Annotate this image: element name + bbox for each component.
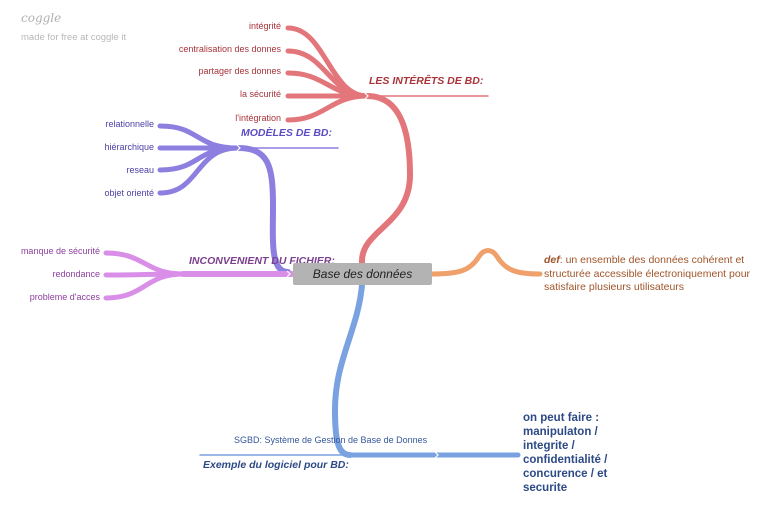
inconvenient-leaf-redondance: redondance bbox=[52, 269, 100, 279]
definition-branch bbox=[429, 248, 543, 277]
coggle-logo[interactable]: coggle bbox=[21, 11, 62, 25]
modeles-leaf-relationnelle: relationnelle bbox=[105, 119, 154, 129]
interets-trunk bbox=[358, 93, 414, 266]
modeles-chevron bbox=[236, 144, 241, 152]
modeles-leaf-reseau: reseau bbox=[126, 165, 154, 175]
modeles-branch-0 bbox=[157, 123, 241, 151]
logiciel-operations: on peut faire : manipulaton / integrite … bbox=[523, 412, 608, 494]
interets-leaf-securite: la sécurité bbox=[239, 89, 281, 99]
interets-leaf-partager: partager des donnes bbox=[198, 66, 281, 76]
interets-branch-4 bbox=[285, 93, 370, 123]
logiciel-trunk bbox=[331, 282, 365, 458]
definition-body: : un ensemble des données cohérent et st… bbox=[544, 254, 751, 293]
definition-term: def bbox=[544, 254, 560, 266]
inconvenient-chevron bbox=[286, 270, 291, 278]
definition-text: def: un ensemble des données cohérent et… bbox=[544, 254, 759, 295]
interets-chevron bbox=[364, 92, 369, 100]
interets-leaf-centralisation: centralisation des donnes bbox=[178, 44, 281, 54]
logiciel-heading: Exemple du logiciel pour BD: bbox=[203, 459, 349, 471]
coggle-tagline[interactable]: made for free at coggle it bbox=[21, 32, 127, 43]
interets-leaf-integration: l'intégration bbox=[235, 113, 281, 123]
modeles-trunk bbox=[235, 145, 291, 275]
central-node[interactable]: Base des données bbox=[293, 263, 432, 285]
inconvenient-heading: INCONVENIENT DU FICHIER: bbox=[189, 255, 335, 267]
logiciel-chevron bbox=[434, 451, 439, 459]
modeles-heading: MODÈLES DE BD: bbox=[241, 127, 333, 139]
interets-heading: LES INTÉRÊTS DE BD: bbox=[369, 75, 484, 87]
inconvenient-branch-2 bbox=[103, 271, 186, 301]
inconvenient-branch-0 bbox=[103, 250, 186, 277]
logiciel-sgbd-leaf: SGBD: Système de Gestion de Base de Donn… bbox=[234, 435, 428, 445]
modeles-leaf-objet-oriente: objet orienté bbox=[104, 188, 154, 198]
inconvenient-leaf-securite: manque de sécurité bbox=[20, 246, 100, 256]
inconvenient-leaf-acces: probleme d'acces bbox=[29, 292, 100, 302]
modeles-leaf-hierarchique: hiérarchique bbox=[104, 142, 154, 152]
modeles-branch-3 bbox=[157, 145, 241, 196]
interets-leaf-integrite: intégrité bbox=[248, 21, 281, 31]
